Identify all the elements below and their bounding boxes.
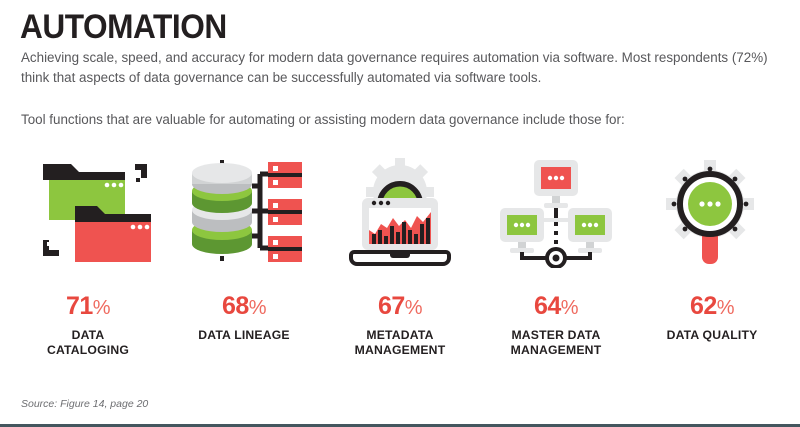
stat-label: DATA LINEAGE <box>198 328 290 343</box>
stat-value: 67% <box>377 292 423 320</box>
stat-number: 64 <box>533 292 561 320</box>
stat-label-line1: MASTER DATA <box>511 328 601 342</box>
stat-item-data-cataloging: 71% DATA CATALOGING <box>10 152 166 358</box>
stat-item-master-data-management: 64% MASTER DATA MANAGEMENT <box>478 152 634 358</box>
database-lineage-icon <box>174 152 314 272</box>
stat-number: 71 <box>65 292 93 320</box>
stat-label-line2: CATALOGING <box>46 343 130 357</box>
source-note: Source: Figure 14, page 20 <box>21 398 149 410</box>
subintro-paragraph: Tool functions that are valuable for aut… <box>21 112 625 127</box>
stat-label-line1: DATA QUALITY <box>666 328 758 342</box>
stat-value: 62% <box>689 292 735 320</box>
magnifier-gear-icon <box>642 152 782 272</box>
stat-number: 68 <box>221 292 249 320</box>
stat-label-line1: DATA <box>71 328 105 342</box>
stat-label: DATA CATALOGING <box>47 328 129 358</box>
stat-label-line1: METADATA <box>366 328 434 342</box>
monitors-network-icon <box>486 152 626 272</box>
stat-percent-sign: % <box>716 297 735 319</box>
stats-row: 71% DATA CATALOGING <box>10 152 790 358</box>
stat-percent-sign: % <box>560 297 579 319</box>
stat-number: 62 <box>689 292 717 320</box>
stat-percent-sign: % <box>404 297 423 319</box>
laptop-chart-gear-icon <box>330 152 470 272</box>
stat-label-line2: MANAGEMENT <box>510 343 602 357</box>
stat-value: 68% <box>221 292 267 320</box>
stat-percent-sign: % <box>248 297 267 319</box>
folders-icon <box>18 152 158 272</box>
stat-item-data-lineage: 68% DATA LINEAGE <box>166 152 322 343</box>
stat-percent-sign: % <box>92 297 111 319</box>
intro-paragraph: Achieving scale, speed, and accuracy for… <box>21 50 768 85</box>
stat-item-data-quality: 62% DATA QUALITY <box>634 152 790 343</box>
stat-number: 67 <box>377 292 405 320</box>
page-title: AUTOMATION <box>20 8 227 46</box>
stat-label: METADATA MANAGEMENT <box>355 328 446 358</box>
stat-label-line1: DATA LINEAGE <box>198 328 290 342</box>
stat-item-metadata-management: 67% METADATA MANAGEMENT <box>322 152 478 358</box>
stat-label-line2: MANAGEMENT <box>354 343 446 357</box>
stat-value: 64% <box>533 292 579 320</box>
stat-label: DATA QUALITY <box>667 328 758 343</box>
stat-label: MASTER DATA MANAGEMENT <box>511 328 602 358</box>
stat-value: 71% <box>65 292 111 320</box>
